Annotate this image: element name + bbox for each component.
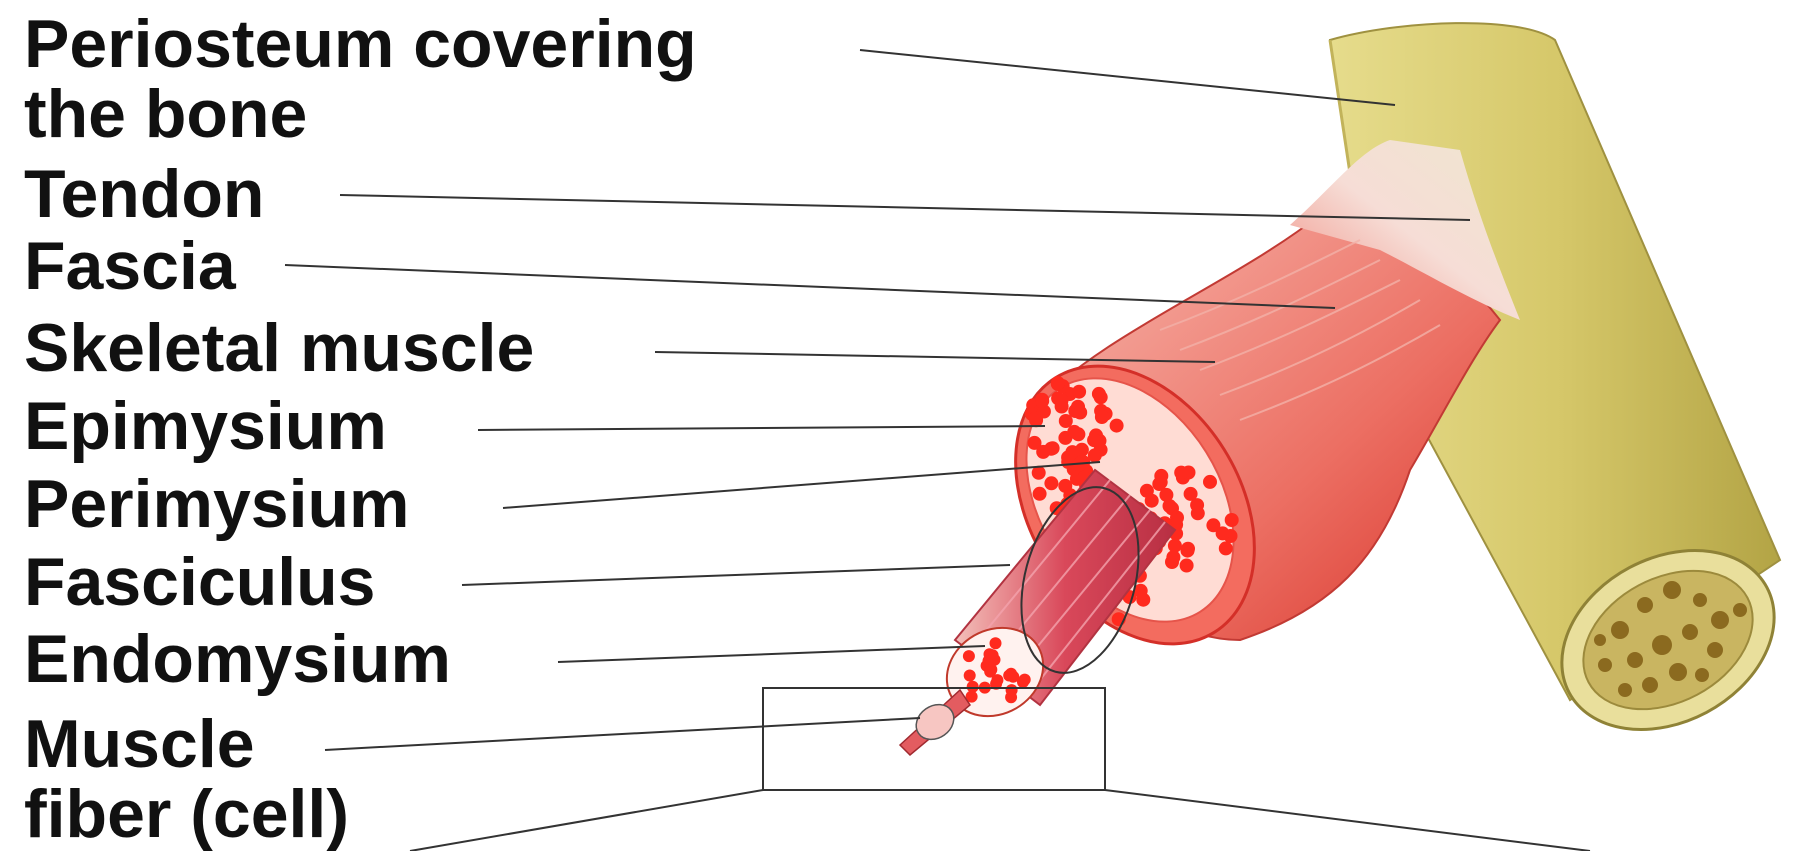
fiber-dot xyxy=(964,670,976,682)
leader-periosteum xyxy=(860,50,1395,105)
leader-perimysium xyxy=(503,462,1100,508)
fiber-dot xyxy=(1051,376,1065,390)
label-muscle-fiber-line2: fiber (cell) xyxy=(24,780,349,848)
label-epimysium: Epimysium xyxy=(24,392,387,460)
fiber-dot xyxy=(1145,494,1159,508)
fiber-dot xyxy=(1059,414,1073,428)
fiber-dot xyxy=(1225,513,1239,527)
fiber-dot xyxy=(1055,400,1069,414)
fiber-dot xyxy=(1181,542,1195,556)
fiber-dot xyxy=(1184,487,1198,501)
fiber-dot xyxy=(1094,390,1108,404)
fiber-dot xyxy=(1087,433,1101,447)
fiber-dot xyxy=(984,648,996,660)
fiber-dot xyxy=(1154,475,1168,489)
label-endomysium: Endomysium xyxy=(24,625,451,693)
fiber-dot xyxy=(1072,385,1086,399)
label-muscle-fiber-line1: Muscle xyxy=(24,710,255,778)
leader-muscle-fiber xyxy=(325,718,920,750)
leader-epimysium xyxy=(478,426,1045,430)
fiber-dot xyxy=(1136,593,1150,607)
fiber-dot xyxy=(1005,691,1017,703)
muscle-fiber xyxy=(900,690,970,755)
leader-fasciculus xyxy=(462,565,1010,585)
fiber-dot xyxy=(990,637,1002,649)
fiber-dot xyxy=(1180,559,1194,573)
label-fasciculus: Fasciculus xyxy=(24,548,376,616)
fiber-dot xyxy=(1058,479,1072,493)
fiber-dot xyxy=(984,666,996,678)
label-fascia: Fascia xyxy=(24,232,236,300)
label-periosteum-line1: Periosteum covering xyxy=(24,10,697,78)
fiber-dot xyxy=(1033,487,1047,501)
fiber-dot xyxy=(1003,670,1015,682)
label-perimysium: Perimysium xyxy=(24,470,410,538)
fiber-dot xyxy=(1110,419,1124,433)
fiber-dot xyxy=(1191,506,1205,520)
fiber-dot xyxy=(1206,518,1220,532)
fiber-dot xyxy=(1166,550,1180,564)
leader-endomysium xyxy=(558,646,985,662)
fiber-dot xyxy=(1203,475,1217,489)
fiber-dot xyxy=(1073,406,1087,420)
fiber-dot xyxy=(1044,476,1058,490)
fiber-dot xyxy=(1095,410,1109,424)
fiber-dot xyxy=(1219,541,1233,555)
label-tendon: Tendon xyxy=(24,160,264,228)
fiber-dot xyxy=(1035,394,1049,408)
fiber-dot xyxy=(1182,466,1196,480)
leader-tendon xyxy=(340,195,1470,220)
fiber-dot xyxy=(963,650,975,662)
label-skeletal-muscle: Skeletal muscle xyxy=(24,314,534,382)
fiber-dot xyxy=(1036,445,1050,459)
fiber-dot xyxy=(1159,488,1173,502)
leader-fascia xyxy=(285,265,1335,308)
label-periosteum-line2: the bone xyxy=(24,80,307,148)
